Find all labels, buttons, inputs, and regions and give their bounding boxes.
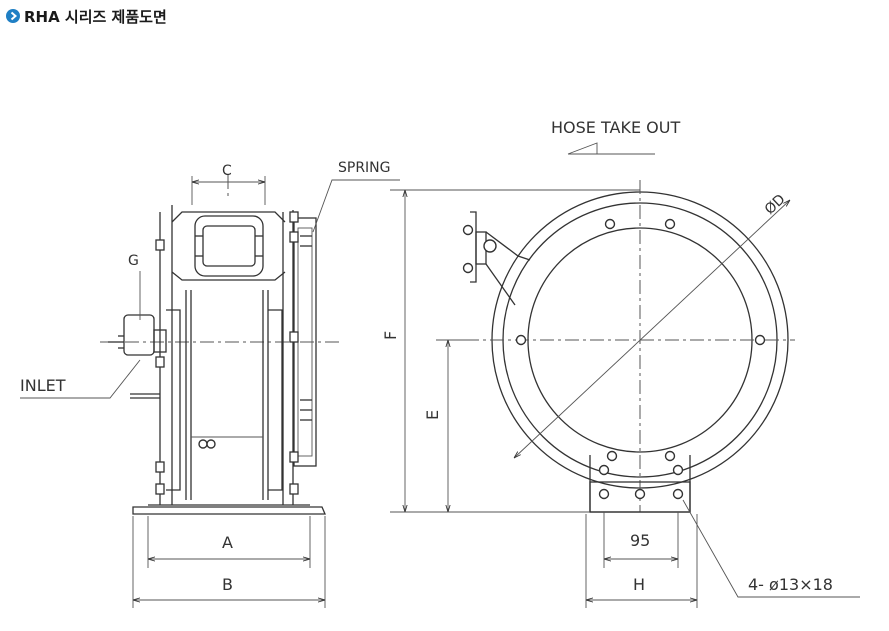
spring-label: SPRING — [338, 160, 391, 176]
dimension-f-e — [390, 189, 640, 513]
front-view — [440, 142, 795, 513]
dim-95-label: 95 — [630, 531, 650, 550]
dimension-c — [191, 176, 266, 205]
page-title: RHA 시리즈 제품도면 — [24, 7, 167, 26]
page-header: RHA 시리즈 제품도면 — [6, 5, 167, 27]
arrow-bullet-icon — [6, 9, 20, 23]
dimension-95-h — [585, 499, 860, 608]
a-label: A — [222, 533, 233, 552]
hose-take-out-label: HOSE TAKE OUT — [551, 118, 680, 137]
b-label: B — [222, 575, 233, 594]
f-label: F — [381, 331, 400, 340]
phi-d-label: ØD — [762, 191, 789, 218]
dimension-a-b — [132, 516, 326, 608]
g-label: G — [128, 253, 139, 269]
h-label: H — [633, 575, 645, 594]
inlet-label: INLET — [20, 376, 66, 395]
c-label: C — [222, 163, 232, 179]
holes-label: 4- ø13×18 — [748, 575, 833, 594]
e-label: E — [423, 410, 442, 420]
side-view — [20, 175, 400, 515]
